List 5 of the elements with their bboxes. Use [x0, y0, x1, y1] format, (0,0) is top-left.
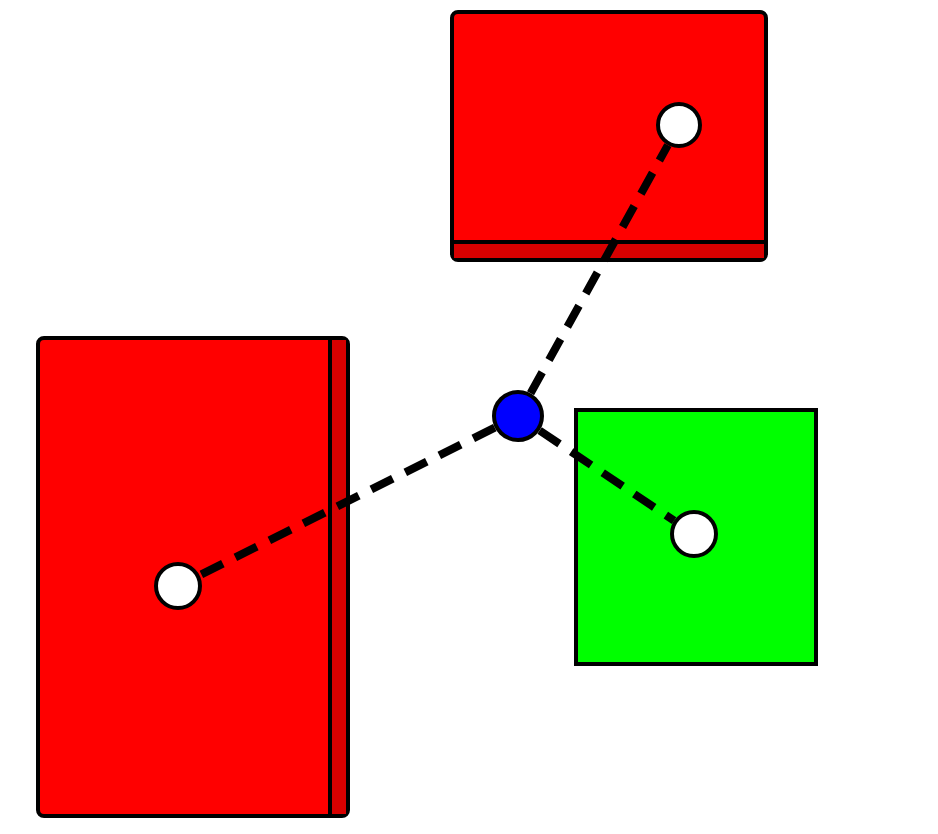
dashed-connector: [527, 143, 672, 396]
block: [574, 408, 818, 666]
block: [450, 10, 768, 262]
dashed-connector: [537, 427, 677, 524]
block: [36, 336, 350, 818]
